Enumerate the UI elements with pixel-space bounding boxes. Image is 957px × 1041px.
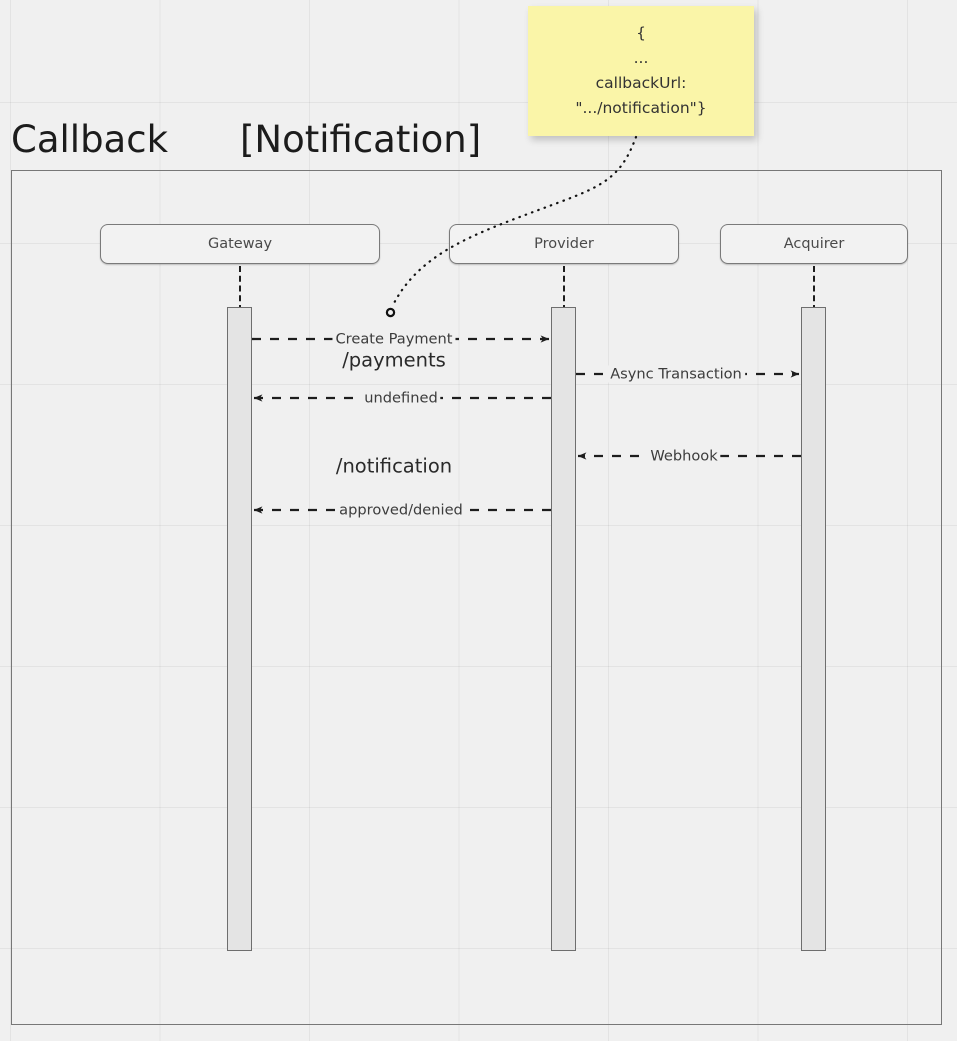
note-line-4: ".../notification"} — [575, 99, 707, 117]
note-line-1: { — [636, 24, 646, 42]
message-label-approved-denied: approved/denied — [336, 501, 466, 519]
activation-bar-gateway — [227, 307, 252, 951]
participant-gateway[interactable]: Gateway — [100, 224, 380, 264]
activation-bar-acquirer — [801, 307, 826, 951]
message-label-async-transaction: Async Transaction — [607, 365, 745, 383]
participant-label: Gateway — [207, 236, 273, 252]
message-label-webhook: Webhook — [647, 447, 721, 465]
participant-provider[interactable]: Provider — [449, 224, 679, 264]
activation-bar-provider — [551, 307, 576, 951]
lifeline-provider — [563, 266, 565, 311]
message-label-create-payment: Create Payment — [332, 330, 456, 348]
participant-acquirer[interactable]: Acquirer — [720, 224, 908, 264]
fragment-label: [Notification] — [240, 117, 482, 161]
callback-url-note: { ... callbackUrl: ".../notification"} — [528, 6, 754, 136]
note-line-3: callbackUrl: — [595, 74, 687, 92]
page-title: Callback — [11, 117, 168, 161]
lifeline-acquirer — [813, 266, 815, 311]
diagram-title-row: Callback [Notification] — [11, 113, 481, 165]
note-line-2: ... — [633, 49, 649, 67]
participant-label: Provider — [534, 236, 594, 252]
path-label-notification: /notification — [335, 454, 453, 478]
participant-label: Acquirer — [783, 236, 845, 252]
path-label-payments: /payments — [342, 348, 446, 372]
lifeline-gateway — [239, 266, 241, 311]
message-label-undefined: undefined — [361, 389, 441, 407]
